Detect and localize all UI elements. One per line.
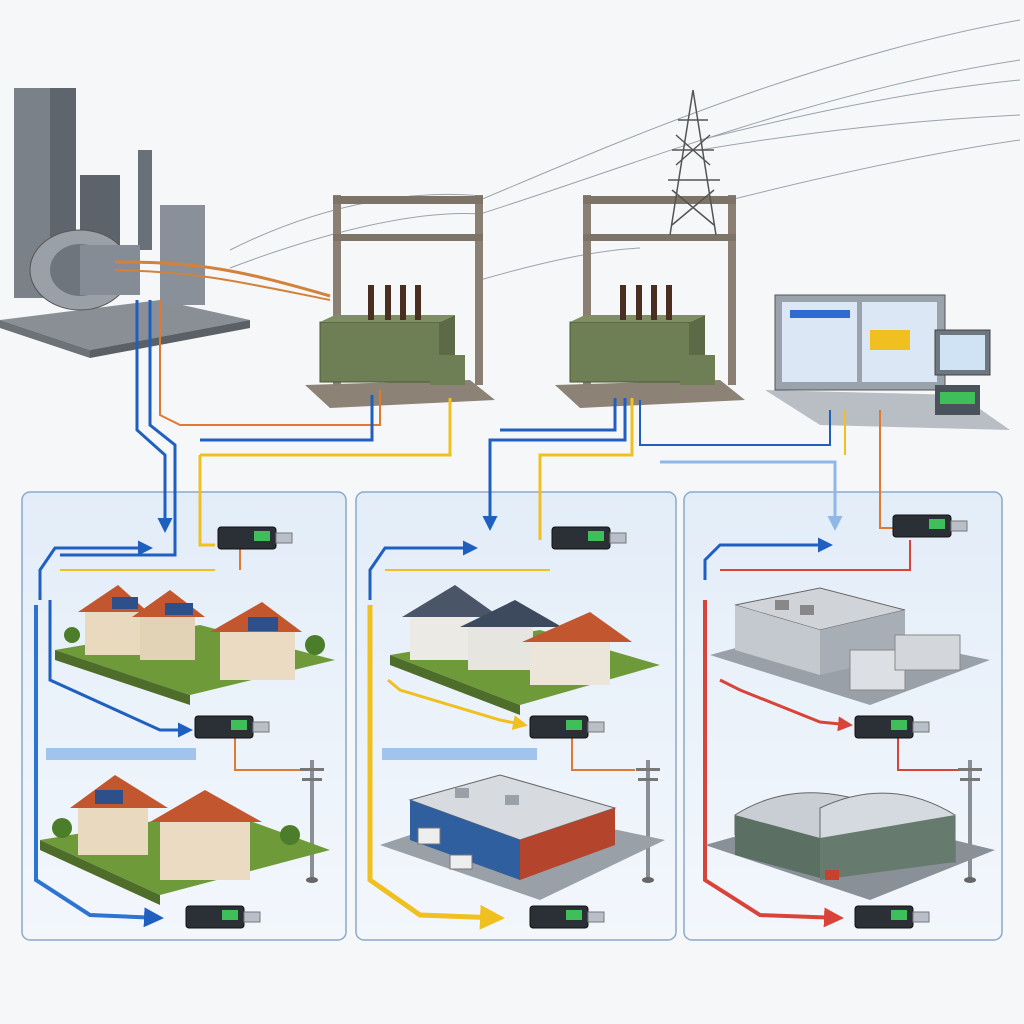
power-plant-icon (0, 88, 331, 358)
transmission-tower-icon (668, 89, 720, 236)
warehouse-icon (380, 774, 665, 900)
right-panel-flows (703, 537, 960, 928)
substation-icon (555, 195, 745, 408)
hangar-icon (705, 792, 995, 900)
house-icon (55, 585, 335, 705)
factory-icon (710, 587, 990, 705)
house-icon (390, 585, 660, 715)
control-monitor-icon (765, 294, 1010, 430)
middle-panel-flows (367, 540, 635, 930)
left-panel-flows (34, 540, 300, 928)
overhead-wires (229, 19, 1021, 281)
substation-icon (305, 195, 495, 408)
house-icon (40, 775, 330, 905)
feed-lines (60, 300, 895, 557)
